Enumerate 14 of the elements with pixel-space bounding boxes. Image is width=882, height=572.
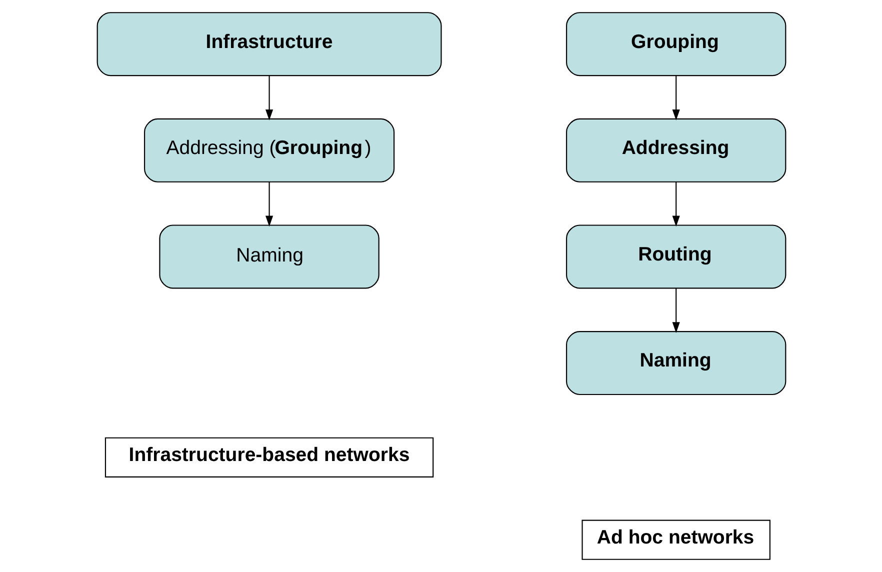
node-box: Infrastructure: [96, 12, 442, 76]
arrow: [264, 182, 273, 227]
arrow: [672, 76, 680, 120]
node-box: Naming: [158, 224, 379, 289]
node-box: Addressing (Grouping): [143, 118, 394, 182]
node-box: Grouping: [565, 12, 786, 76]
node-box: Naming: [565, 331, 786, 396]
arrow: [672, 182, 680, 227]
arrow: [672, 288, 680, 333]
node-box: Ad hoc networks: [581, 520, 770, 560]
arrow: [264, 76, 273, 120]
node-box: Routing: [565, 224, 786, 289]
node-box: Addressing: [565, 118, 786, 182]
node-box: Infrastructure-based networks: [104, 437, 434, 478]
